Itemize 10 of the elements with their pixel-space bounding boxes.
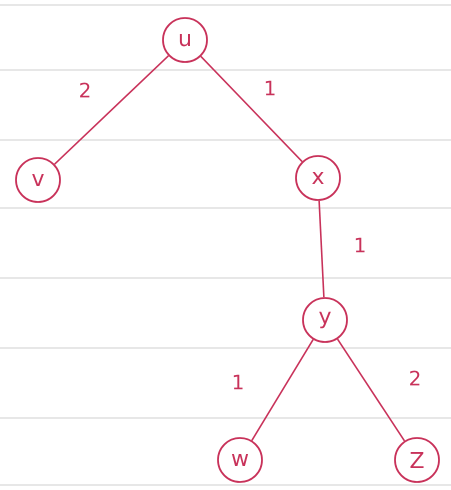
edge-label: 1	[266, 80, 275, 96]
connector-line	[54, 55, 169, 165]
connector-line	[251, 339, 314, 441]
connector-line	[318, 200, 325, 298]
edge-label: 1	[234, 374, 243, 390]
edge-label: 2	[80, 82, 90, 98]
edge-label: 1	[356, 238, 365, 252]
connector-line	[200, 56, 303, 162]
connector-line	[336, 338, 406, 442]
edge-label: 2	[410, 370, 420, 386]
